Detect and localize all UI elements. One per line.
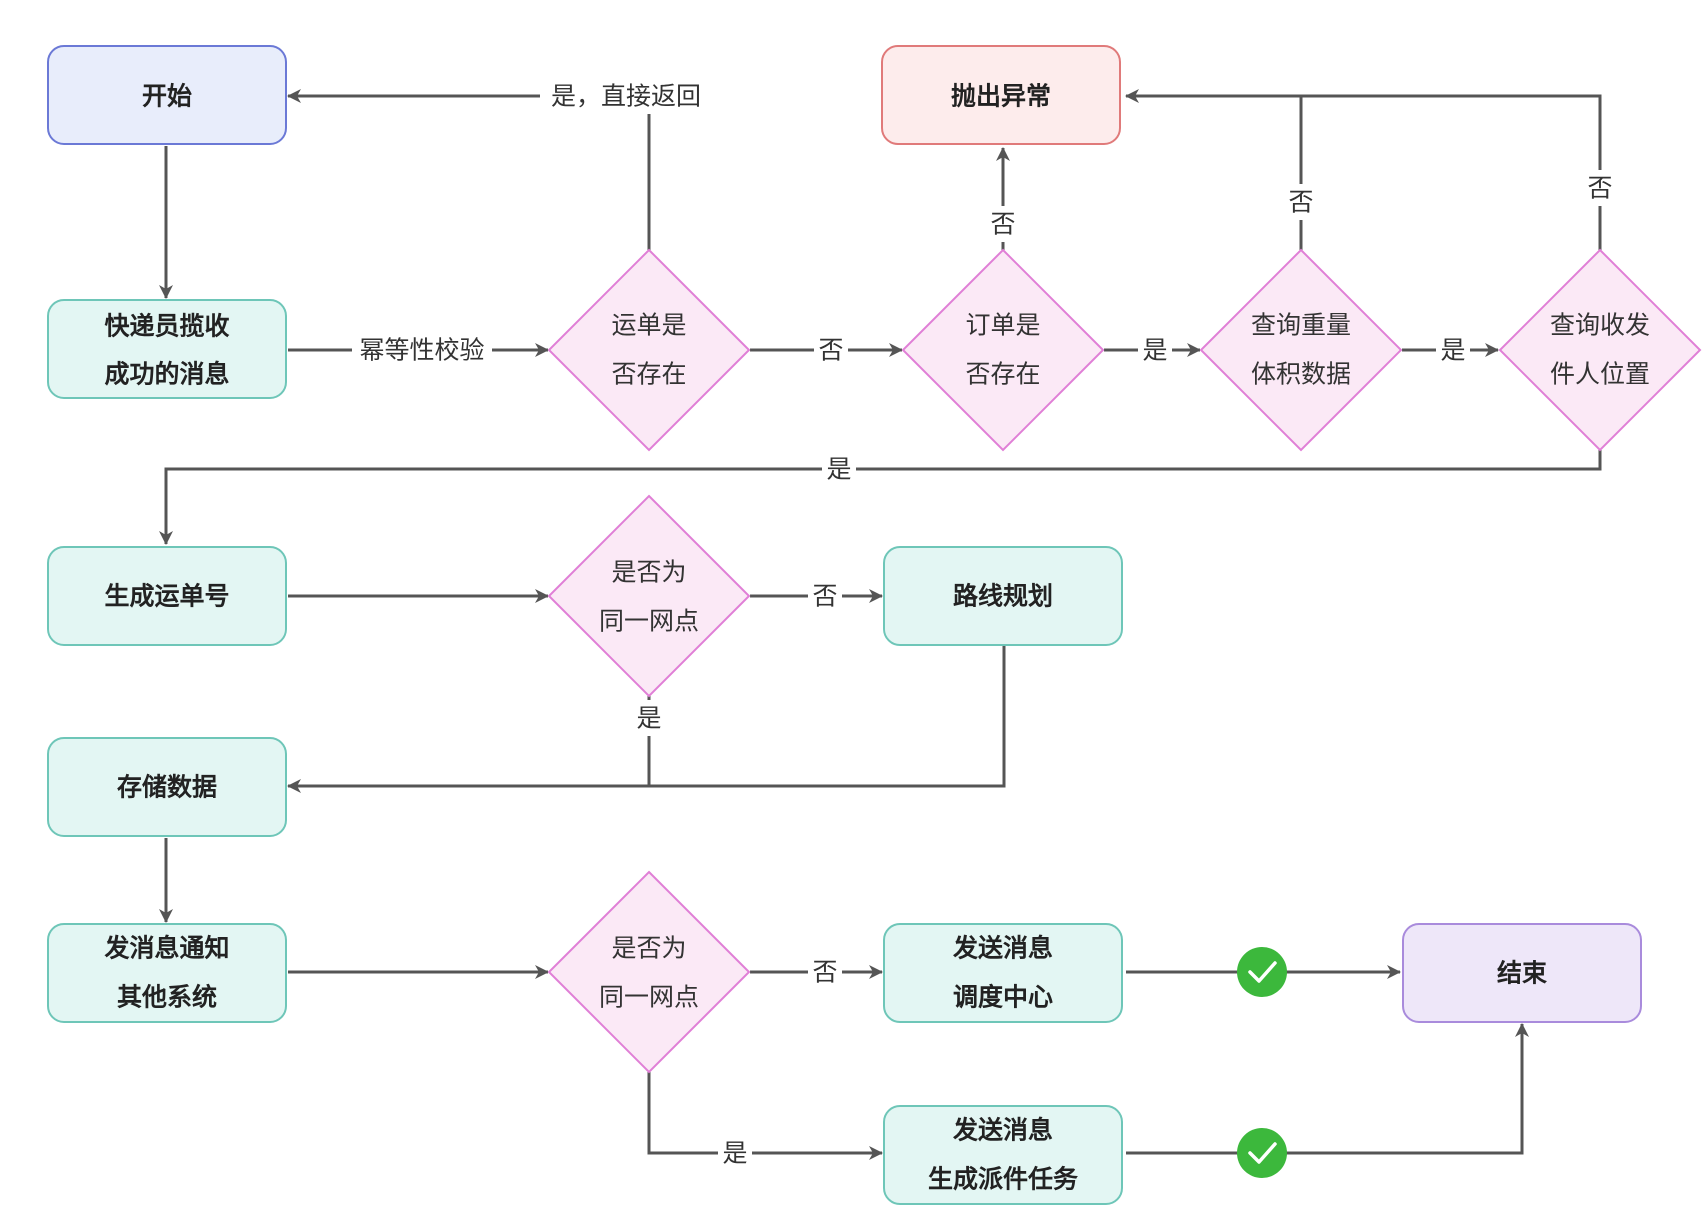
label-exists-return: 是，直接返回 [540, 78, 712, 114]
decision-waybill-exists: 运单是 否存在 [547, 248, 751, 452]
check-icon [1237, 947, 1287, 997]
node-route-planning: 路线规划 [883, 546, 1123, 646]
label-outlet1-yes: 是 [632, 700, 666, 736]
label-order-no: 否 [986, 206, 1020, 242]
decision-order-exists: 订单是 否存在 [901, 248, 1105, 452]
label-location-no: 否 [1583, 170, 1617, 206]
label-idempotency: 幂等性校验 [352, 332, 492, 368]
label-outlet2-yes: 是 [718, 1135, 752, 1171]
svg-text:调度中心: 调度中心 [953, 983, 1053, 1012]
svg-text:存储数据: 存储数据 [117, 773, 217, 802]
svg-text:快递员揽收: 快递员揽收 [104, 312, 229, 341]
svg-text:是，直接返回: 是，直接返回 [551, 82, 701, 111]
svg-text:生成运单号: 生成运单号 [104, 582, 229, 611]
svg-text:查询重量: 查询重量 [1251, 311, 1351, 340]
label-weight-no: 否 [1284, 184, 1318, 220]
svg-text:是: 是 [1440, 336, 1465, 365]
label-waybill-no: 否 [814, 332, 848, 368]
svg-text:否存在: 否存在 [611, 360, 686, 389]
svg-text:同一网点: 同一网点 [599, 983, 699, 1012]
svg-text:查询收发: 查询收发 [1550, 311, 1650, 340]
edge-waybill-yes-to-start [287, 89, 651, 250]
svg-text:体积数据: 体积数据 [1251, 360, 1351, 389]
svg-text:发消息通知: 发消息通知 [103, 934, 229, 963]
svg-text:否: 否 [1587, 174, 1612, 203]
svg-text:发送消息: 发送消息 [952, 1116, 1053, 1145]
svg-text:否: 否 [990, 210, 1015, 239]
node-send-dispatch: 发送消息 调度中心 [883, 923, 1123, 1023]
decision-query-location: 查询收发 件人位置 [1498, 248, 1702, 452]
svg-text:是: 是 [722, 1139, 747, 1168]
decision-query-weight: 查询重量 体积数据 [1199, 248, 1403, 452]
node-send-delivery-task: 发送消息 生成派件任务 [883, 1105, 1123, 1205]
decision-same-outlet-2: 是否为 同一网点 [547, 870, 751, 1074]
node-end: 结束 [1402, 923, 1642, 1023]
check-icon [1237, 1128, 1287, 1178]
svg-text:是: 是 [1142, 336, 1167, 365]
edge-outlet2-yes-to-task [647, 1072, 883, 1160]
svg-text:抛出异常: 抛出异常 [951, 82, 1051, 111]
node-start: 开始 [47, 45, 287, 145]
label-location-yes: 是 [822, 451, 856, 487]
svg-text:生成派件任务: 生成派件任务 [928, 1165, 1078, 1194]
svg-text:运单是: 运单是 [611, 311, 686, 340]
svg-text:开始: 开始 [142, 82, 192, 111]
node-notify-systems: 发消息通知 其他系统 [47, 923, 287, 1023]
edge-labels: 是，直接返回 幂等性校验 否 否 是 否 是 否 [352, 78, 1617, 1171]
edges [159, 89, 1602, 1160]
svg-text:成功的消息: 成功的消息 [104, 360, 229, 389]
svg-text:否: 否 [818, 336, 843, 365]
svg-text:订单是: 订单是 [965, 311, 1040, 340]
svg-text:幂等性校验: 幂等性校验 [359, 336, 484, 365]
node-receive-message: 快递员揽收 成功的消息 [47, 299, 287, 399]
edge-location-no-to-exception [1125, 89, 1602, 250]
decision-same-outlet-1: 是否为 同一网点 [547, 494, 751, 698]
svg-text:否: 否 [812, 582, 837, 611]
svg-text:否: 否 [1288, 188, 1313, 217]
label-outlet1-no: 否 [808, 578, 842, 614]
svg-text:结束: 结束 [1497, 959, 1548, 988]
edge-location-yes-to-gen-waybill [159, 450, 1602, 545]
label-outlet2-no: 否 [808, 954, 842, 990]
svg-text:是: 是 [826, 455, 851, 484]
label-order-yes: 是 [1138, 332, 1172, 368]
svg-text:否存在: 否存在 [965, 360, 1040, 389]
svg-text:发送消息: 发送消息 [952, 934, 1053, 963]
label-weight-yes: 是 [1436, 332, 1470, 368]
edge-task-to-end [1126, 1023, 1529, 1155]
edge-route-to-store [287, 646, 1006, 793]
svg-text:是否为: 是否为 [611, 934, 686, 963]
svg-text:是: 是 [636, 704, 661, 733]
node-store-data: 存储数据 [47, 737, 287, 837]
svg-text:是否为: 是否为 [611, 558, 686, 587]
svg-text:其他系统: 其他系统 [117, 983, 217, 1012]
svg-text:同一网点: 同一网点 [599, 607, 699, 636]
svg-text:路线规划: 路线规划 [953, 582, 1053, 611]
node-exception: 抛出异常 [881, 45, 1121, 145]
svg-text:件人位置: 件人位置 [1550, 360, 1650, 389]
node-generate-waybill: 生成运单号 [47, 546, 287, 646]
svg-text:否: 否 [812, 958, 837, 987]
